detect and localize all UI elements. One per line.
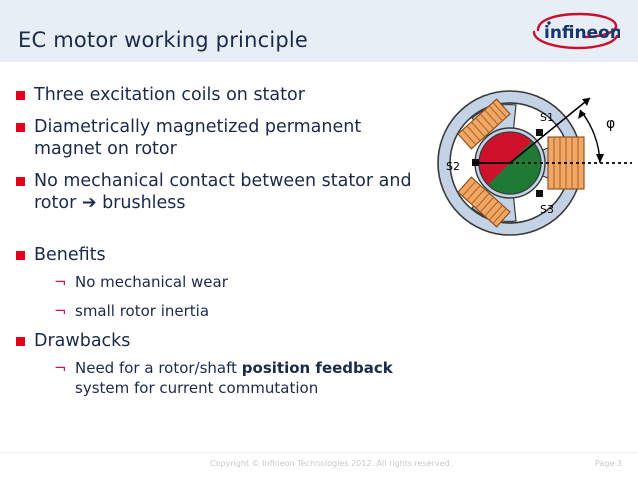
bullet-item-benefits: Benefits — [16, 244, 430, 266]
bullet-square-icon — [16, 337, 25, 346]
sub-bullet-no-wear: ¬ No mechanical wear — [54, 272, 430, 292]
stator-coils — [457, 98, 585, 228]
bullet-text: Benefits — [34, 245, 106, 265]
bullet-square-icon — [16, 177, 25, 186]
negation-bullet-icon: ¬ — [54, 302, 67, 320]
bullet-square-icon — [16, 123, 25, 132]
bullet-text-part-b: brushless — [96, 193, 186, 213]
angle-label-phi: φ — [606, 116, 615, 132]
angle-arc-start-arrowhead — [578, 110, 586, 119]
hall-sensor-s3 — [536, 190, 543, 197]
sub-bullet-text-composite: Need for a rotor/shaft position feedback… — [75, 358, 430, 398]
sub-bullet-text-part-b: system for current commutation — [75, 379, 319, 397]
bullet-text-composite: No mechanical contact between stator and… — [34, 170, 430, 214]
infineon-logo-svg: infineon — [532, 12, 620, 50]
bullet-item-coils: Three excitation coils on stator — [16, 84, 430, 106]
sub-bullet-rotor-inertia: ¬ small rotor inertia — [54, 301, 430, 321]
bullet-text-part-a: No mechanical contact between stator and… — [34, 171, 412, 213]
bullet-list: Three excitation coils on stator Diametr… — [16, 84, 430, 407]
negation-bullet-icon: ¬ — [54, 273, 67, 291]
sensor-label-s3: S3 — [540, 203, 554, 216]
bullet-text: Three excitation coils on stator — [34, 85, 305, 105]
ec-motor-diagram: S1 S2 S3 φ — [432, 80, 638, 250]
infineon-logo-wordmark: infineon — [544, 23, 620, 43]
negation-bullet-icon: ¬ — [54, 359, 67, 377]
coil-bottom-left — [457, 176, 511, 228]
angle-arc-arrowhead — [596, 154, 604, 163]
rotor-axis-arrowhead — [582, 98, 590, 106]
right-arrow-icon: ➔ — [81, 193, 97, 213]
slide-header: EC motor working principle infineon — [0, 0, 638, 62]
bullet-text: Diametrically magnetized permanent magne… — [34, 117, 362, 159]
bullet-square-icon — [16, 91, 25, 100]
page-title: EC motor working principle — [18, 28, 309, 52]
hall-sensor-s1 — [536, 129, 543, 136]
infineon-logo: infineon — [528, 12, 620, 52]
bullet-item-drawbacks: Drawbacks — [16, 330, 430, 352]
footer-copyright: Copyright © Infineon Technologies 2012. … — [210, 459, 453, 468]
sub-bullet-position-feedback: ¬ Need for a rotor/shaft position feedba… — [54, 358, 430, 398]
bullet-text: Drawbacks — [34, 331, 131, 351]
footer-page-number: Page 3 — [595, 459, 622, 468]
footer-divider — [0, 452, 638, 453]
ec-motor-diagram-svg: S1 S2 S3 φ — [437, 90, 632, 236]
sensor-label-s2: S2 — [446, 160, 460, 173]
bullet-item-magnet: Diametrically magnetized permanent magne… — [16, 116, 430, 160]
sub-bullet-text: small rotor inertia — [75, 302, 210, 320]
sub-bullet-text-part-a: Need for a rotor/shaft — [75, 359, 242, 377]
sub-bullet-text-bold: position feedback — [241, 359, 393, 377]
infineon-logo-dot — [547, 21, 551, 25]
sub-bullet-text: No mechanical wear — [75, 273, 228, 291]
bullet-item-brushless: No mechanical contact between stator and… — [16, 170, 430, 214]
rotor-axis-line — [509, 97, 591, 164]
bullet-square-icon — [16, 251, 25, 260]
sensor-label-s1: S1 — [540, 111, 554, 124]
coil-top-left — [457, 98, 511, 150]
